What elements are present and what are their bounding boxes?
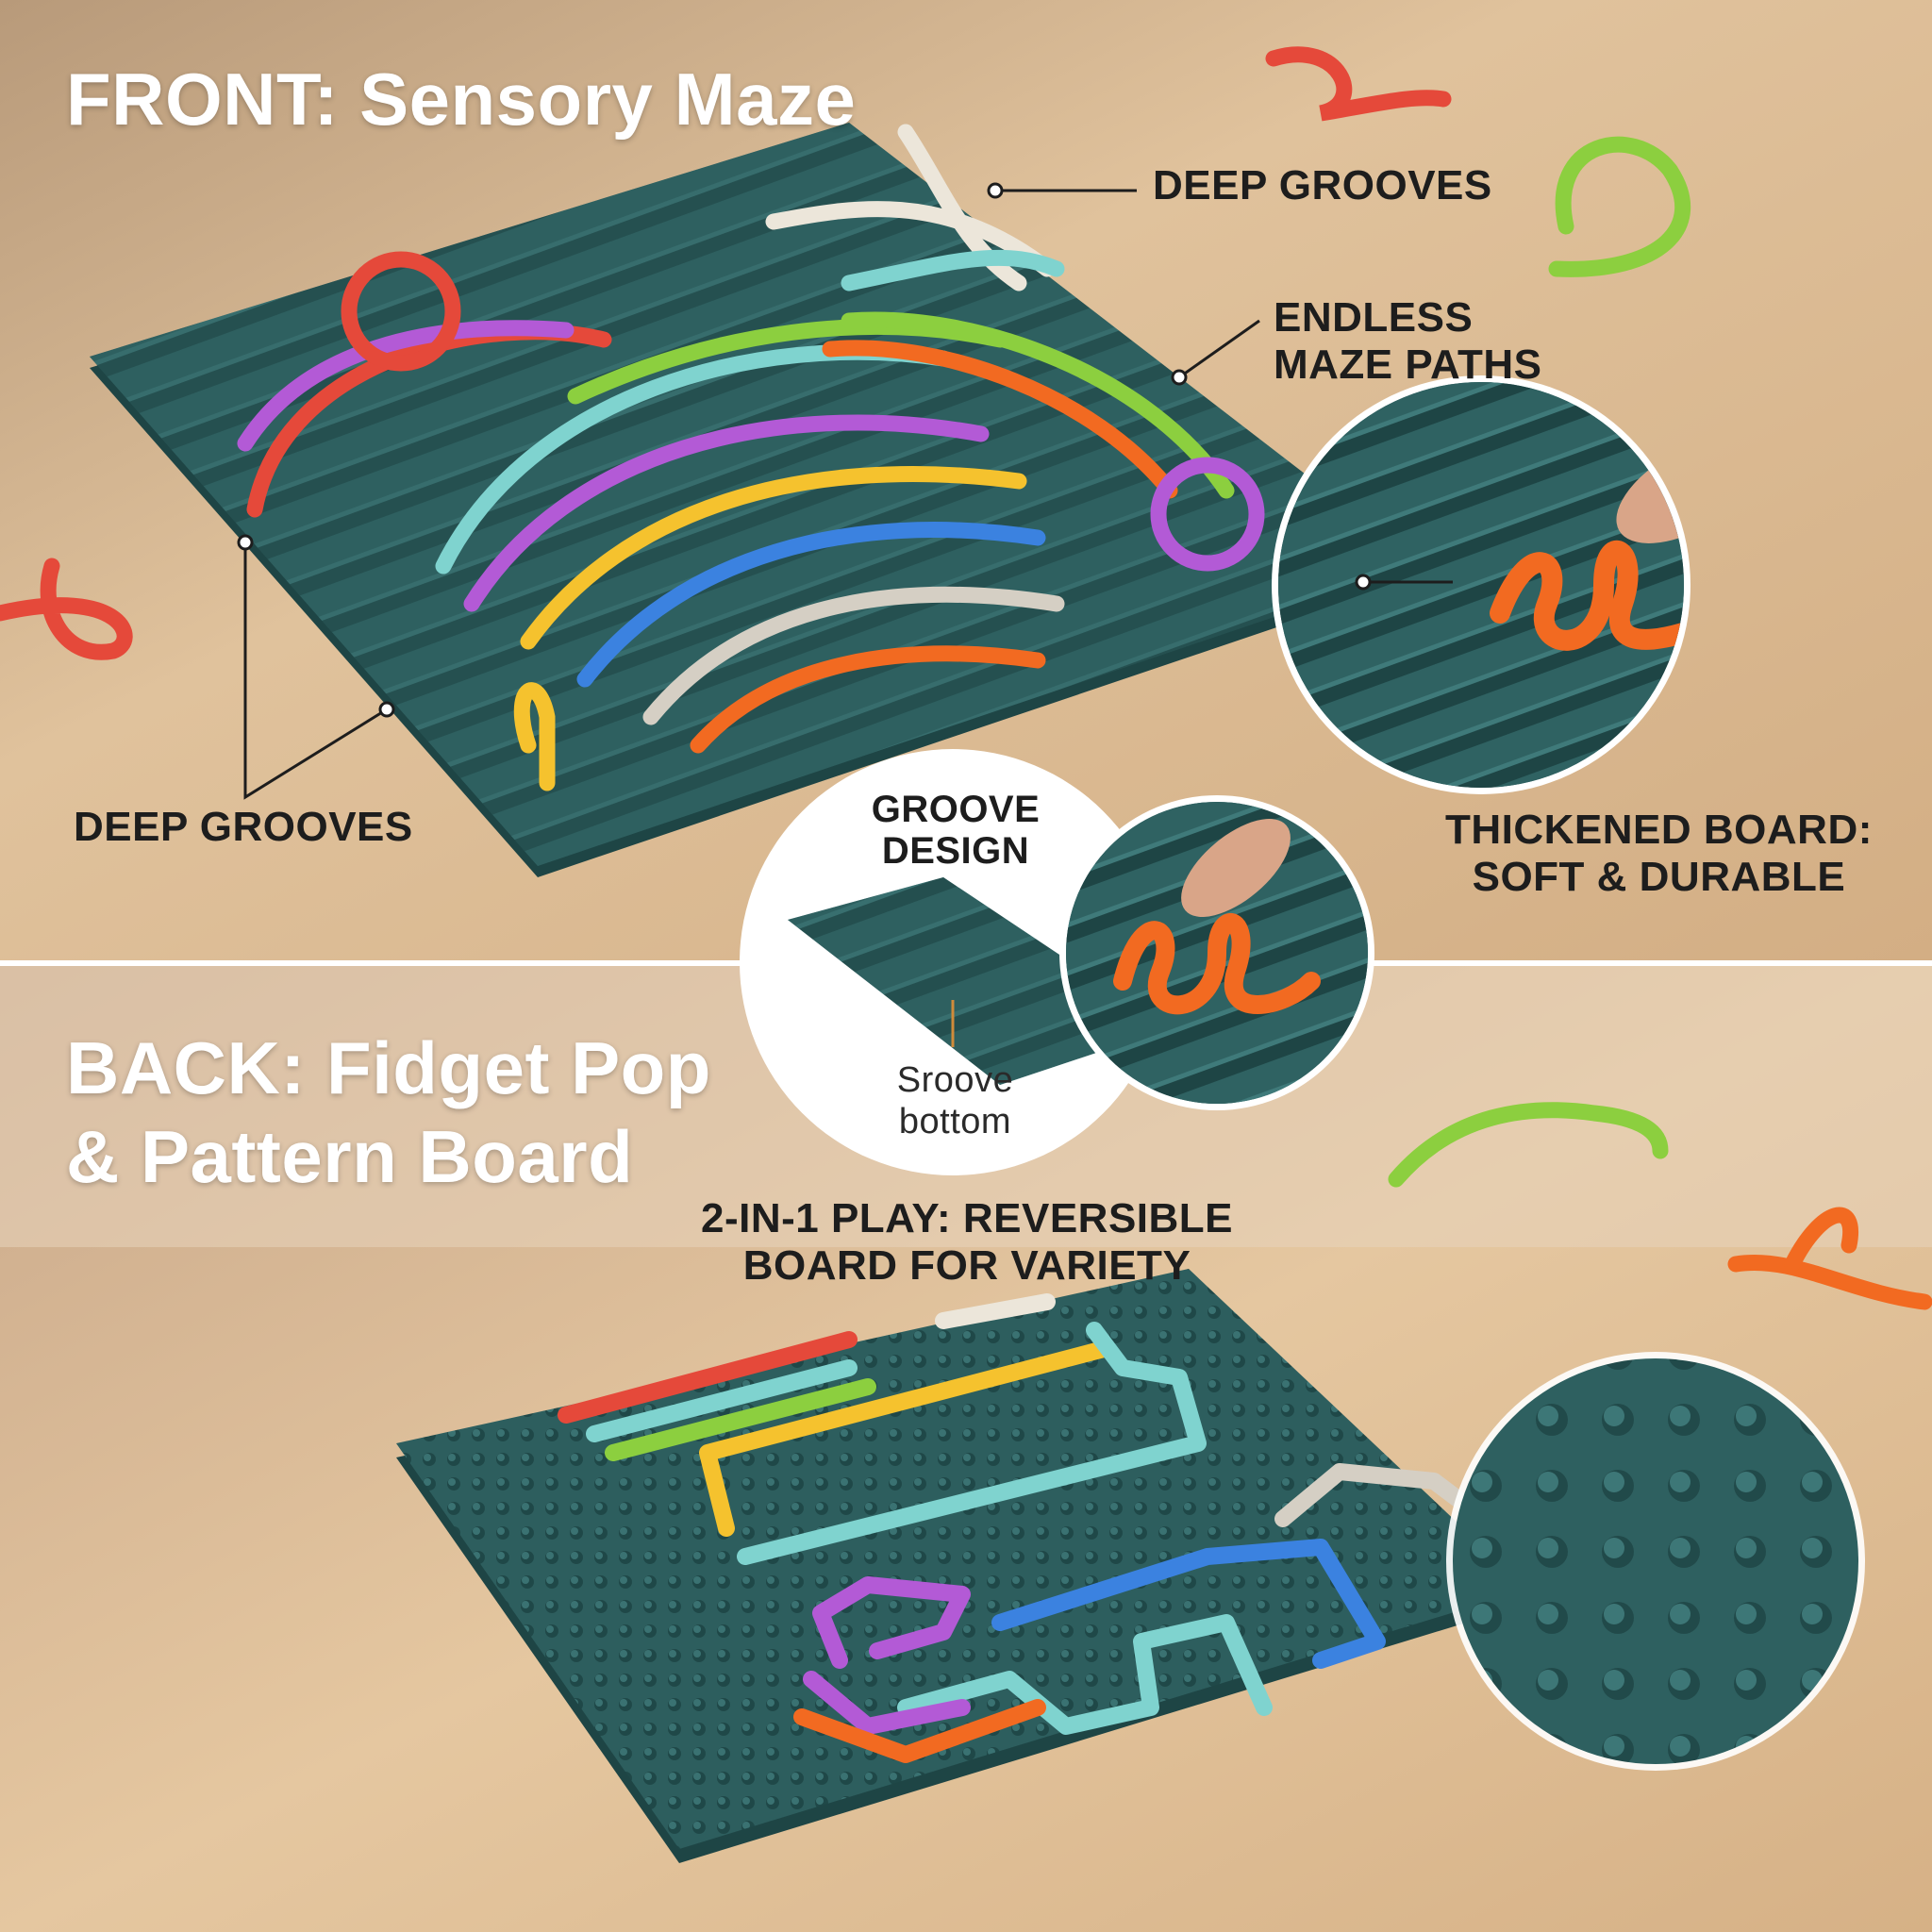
back-heading-line1: BACK: Fidget Pop <box>66 1026 711 1109</box>
callout-groove-design: GROOVE DESIGN <box>847 789 1064 872</box>
callout-text: Sroove <box>896 1060 1014 1100</box>
callout-deep-grooves-left: DEEP GROOVES <box>74 804 413 851</box>
callout-text: SOFT & DURABLE <box>1472 854 1846 900</box>
callout-text: DEEP GROOVES <box>74 804 413 850</box>
callout-text: DESIGN <box>881 830 1030 872</box>
callout-text: MAZE PATHS <box>1274 341 1542 388</box>
callout-text: GROOVE <box>871 789 1041 830</box>
callout-groove-bottom: Sroove bottom <box>849 1059 1061 1142</box>
callout-text: BOARD FOR VARIETY <box>742 1242 1191 1289</box>
callout-text: DEEP GROOVES <box>1153 162 1492 208</box>
callout-2in1-play: 2-IN-1 PLAY: REVERSIBLE BOARD FOR VARIET… <box>693 1195 1241 1290</box>
callout-text: ENDLESS <box>1274 294 1474 341</box>
loose-ropes <box>0 46 1932 1310</box>
zoom-groove-design <box>740 749 1166 1175</box>
back-heading: BACK: Fidget Pop & Pattern Board <box>66 1024 711 1201</box>
callout-text: THICKENED BOARD: <box>1445 807 1873 853</box>
callout-endless-maze: ENDLESS MAZE PATHS <box>1274 294 1541 389</box>
callout-deep-grooves-top: DEEP GROOVES <box>1153 162 1492 209</box>
zoom-finger-spring <box>1059 795 1374 1110</box>
back-heading-line2: & Pattern Board <box>66 1115 634 1198</box>
back-pattern-board <box>396 1269 1528 1863</box>
callout-text: bottom <box>898 1102 1012 1141</box>
zoom-studs <box>1446 1352 1865 1771</box>
zoom-thickened-board <box>1272 375 1690 794</box>
front-maze-board <box>90 123 1424 877</box>
callout-thickened-board: THICKENED BOARD: SOFT & DURABLE <box>1445 807 1873 901</box>
front-heading: FRONT: Sensory Maze <box>66 58 857 141</box>
callout-lines <box>237 182 1453 800</box>
callout-text: 2-IN-1 PLAY: REVERSIBLE <box>700 1195 1234 1241</box>
